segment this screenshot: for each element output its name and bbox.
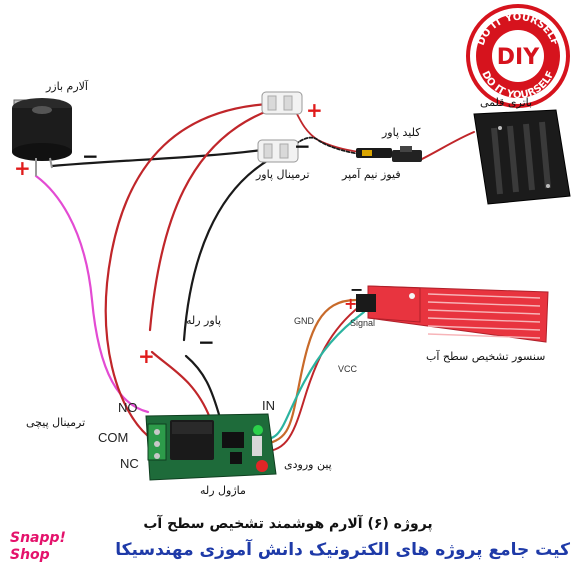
water-level-sensor — [356, 285, 549, 343]
terminal-minus-sign: − — [294, 134, 311, 158]
brand-line-2: Shop — [10, 547, 50, 563]
sensor-label: سنسور تشخیص سطح آب — [426, 350, 546, 363]
diy-seal: DO IT YOURSELF DO IT YOURSELF DIY — [466, 4, 570, 108]
seal-center: DIY — [497, 45, 540, 70]
com-terminal-label: COM — [98, 430, 129, 445]
relay-minus-sign: − — [198, 330, 215, 354]
buzzer-minus-sign: − — [82, 144, 99, 168]
power-terminal — [257, 91, 303, 163]
fuse-label: فیوز نیم آمپر — [342, 168, 401, 181]
buzzer-plus-sign: + — [14, 156, 31, 180]
relay-power-label: پاور رله — [186, 314, 222, 327]
input-pin-label: پین ورودی — [284, 458, 332, 471]
sensor-gnd-wire — [256, 298, 358, 448]
vcc-pin-label: VCC — [338, 364, 358, 374]
buzzer-ground-wire — [50, 148, 264, 168]
battery-holder — [473, 109, 571, 205]
relay-plus-lead — [150, 350, 212, 420]
sensor-vcc-wire — [257, 305, 361, 453]
in-pin-label: IN — [262, 398, 275, 413]
screw-terminal-label: ترمینال پیچی — [26, 416, 86, 429]
relay-minus-lead — [184, 354, 222, 420]
pink-wire — [34, 174, 150, 414]
gnd-pin-label: GND — [294, 316, 314, 326]
com-red-wire — [104, 102, 270, 438]
power-key — [392, 146, 422, 162]
battery-label: باتری قلمی — [480, 96, 533, 109]
relay-module-label: ماژول رله — [200, 484, 246, 497]
key-to-battery-wire — [419, 131, 475, 161]
sensor-signal-wire — [256, 310, 366, 442]
buzzer-label: آلارم بازر — [46, 80, 88, 93]
relay-module — [145, 413, 277, 481]
terminal-plus-sign: + — [306, 98, 323, 122]
fuse — [356, 148, 392, 158]
brand-logo: Snapp! Shop — [10, 530, 80, 570]
key-label: کلید پاور — [382, 126, 421, 139]
relay-plus-sign: + — [138, 344, 155, 368]
project-title: پروژه (۶) آلارم هوشمند تشخیص سطح آب — [143, 516, 433, 532]
signal-pin-label: Signal — [350, 318, 376, 328]
wires — [34, 102, 475, 453]
nc-terminal-label: NC — [120, 456, 139, 471]
buzzer — [12, 98, 72, 176]
power-terminal-label: ترمینال پاور — [256, 168, 310, 181]
sensor-minus-sign: − — [350, 280, 364, 299]
brand-line-1: Snapp! — [10, 530, 66, 546]
kit-subtitle: کیت جامع پروژه های الکترونیک دانش آموزی … — [115, 540, 570, 560]
no-terminal-label: NO — [118, 400, 138, 415]
sensor-plus-sign: + — [344, 294, 358, 313]
relay-plus-red-wire — [148, 108, 272, 332]
relay-minus-black-wire — [182, 156, 274, 342]
